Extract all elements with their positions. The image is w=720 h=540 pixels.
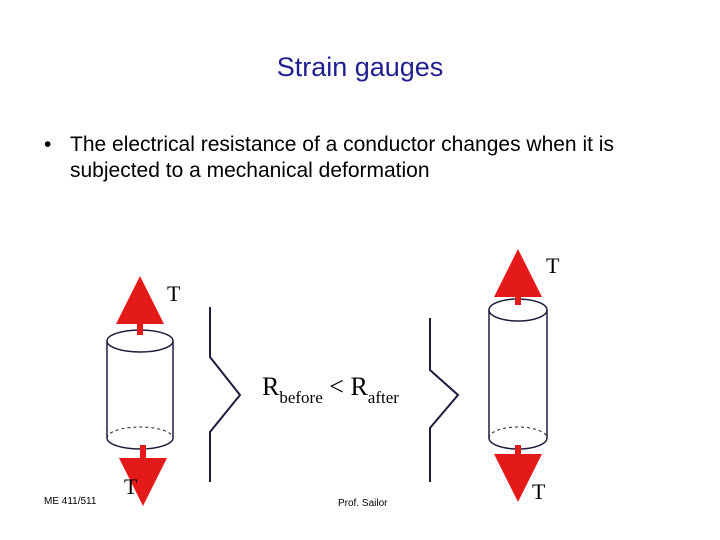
break-line-right bbox=[429, 318, 460, 482]
before-subscript: before bbox=[279, 388, 323, 407]
tension-label-bottom-right: T bbox=[532, 479, 546, 504]
cylinder-before bbox=[106, 329, 174, 450]
slide-title: Strain gauges bbox=[276, 52, 444, 82]
r-after-letter: R bbox=[350, 372, 368, 401]
footer-course: ME 411/511 bbox=[44, 496, 97, 507]
break-line-left bbox=[209, 307, 242, 482]
after-subscript: after bbox=[367, 388, 399, 407]
tension-label-top-left: T bbox=[167, 281, 181, 306]
tension-label-bottom-left: T bbox=[124, 474, 138, 499]
bullet-text: The electrical resistance of a conductor… bbox=[70, 133, 614, 182]
cylinder-after bbox=[488, 298, 548, 450]
less-than-sign: < bbox=[322, 372, 351, 401]
footer-author: Prof. Sailor bbox=[338, 498, 388, 509]
tension-label-top-right: T bbox=[546, 253, 560, 278]
r-before-letter: R bbox=[262, 372, 280, 401]
resistance-inequality: Rbefore < Rafter bbox=[262, 372, 399, 407]
bullet-marker: • bbox=[44, 133, 52, 156]
